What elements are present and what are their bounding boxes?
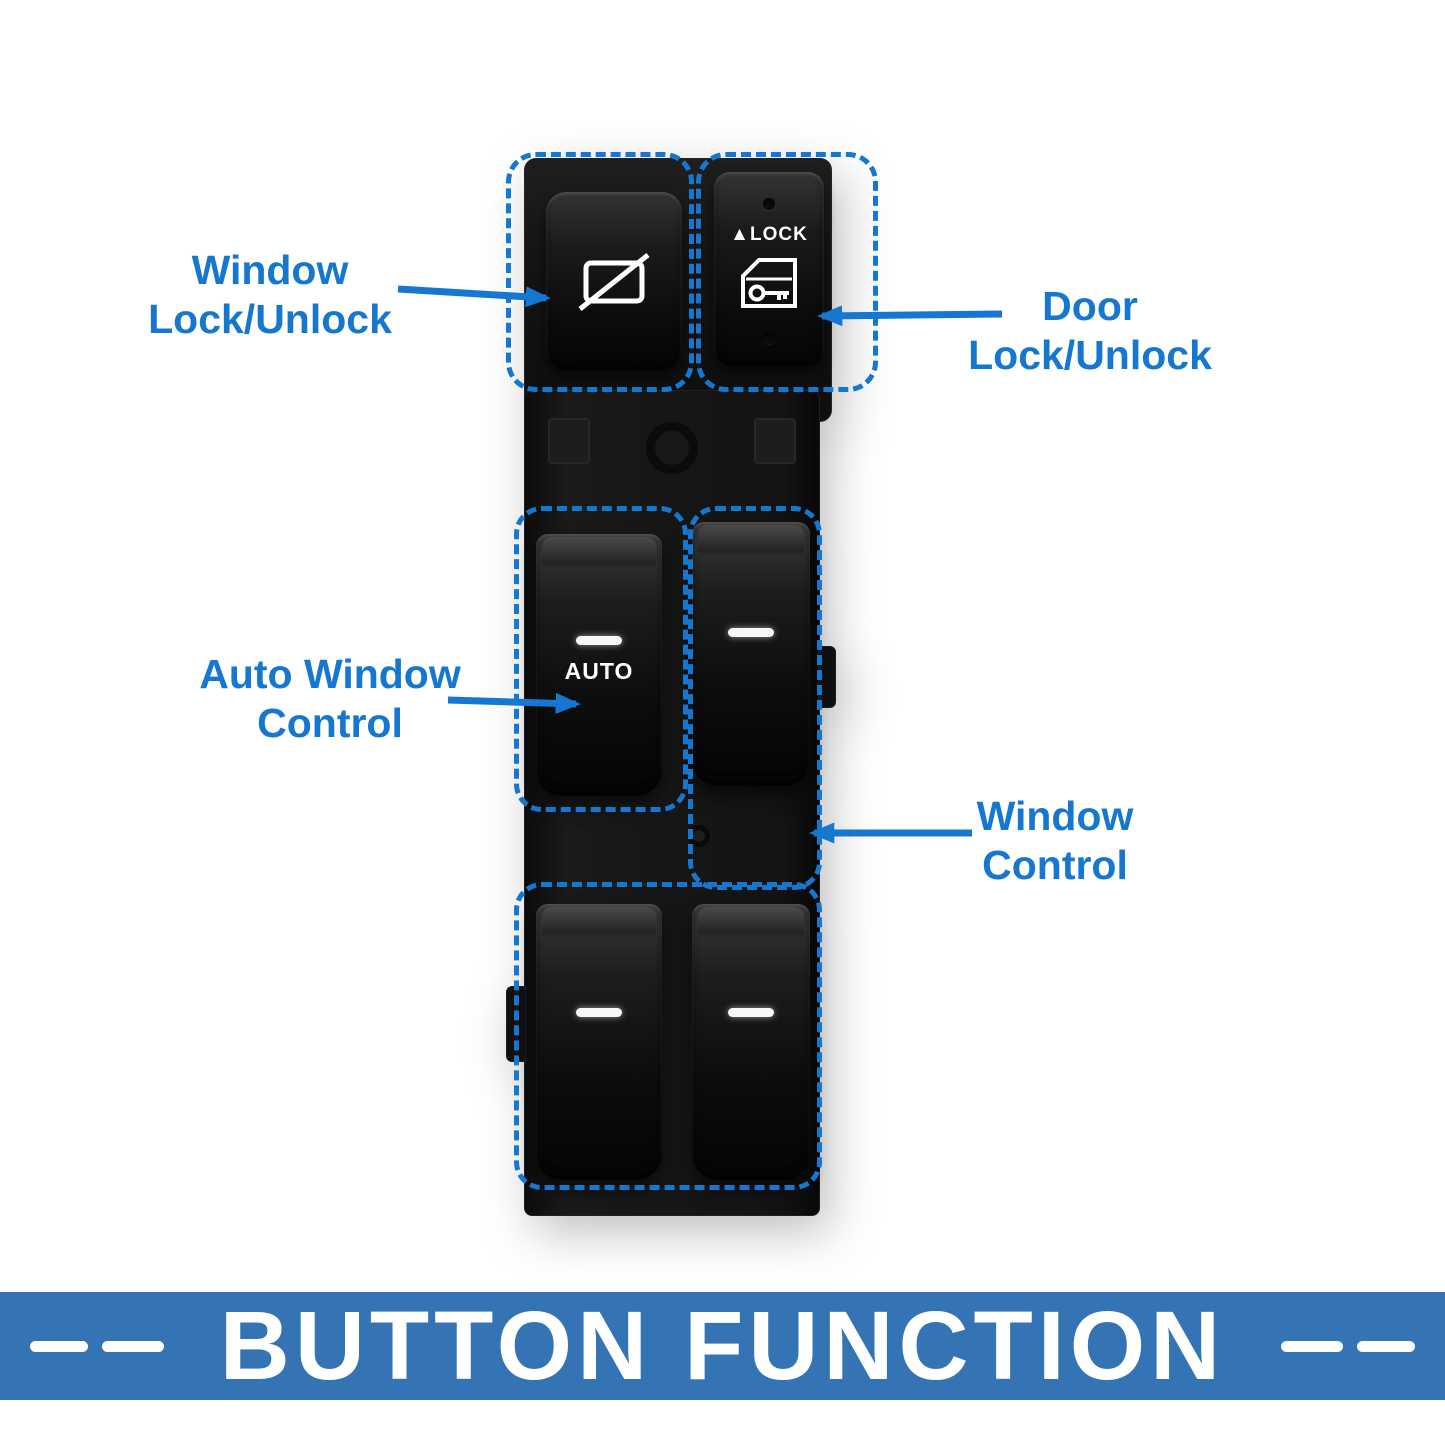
banner-title: BUTTON FUNCTION (219, 1291, 1226, 1400)
label-line: Auto Window (199, 651, 461, 697)
screw-dot-top (763, 198, 775, 210)
window-lock-button (546, 192, 682, 370)
mounting-hole (646, 422, 698, 474)
button-cap (542, 537, 656, 569)
window-button-rear-left (536, 904, 662, 1180)
label-line: Window (976, 793, 1134, 839)
arrow-door-lock (817, 305, 1003, 327)
label-line: Window (191, 247, 349, 293)
label-window-lock: Window Lock/Unlock (110, 246, 430, 344)
arrow-auto-window (447, 692, 581, 714)
window-button-rear-right (692, 904, 810, 1180)
arrow-window-lock (397, 285, 551, 308)
label-line: Control (982, 842, 1128, 889)
window-lock-icon (578, 253, 650, 311)
banner-decoration-left-outer (30, 1341, 88, 1352)
label-auto-window: Auto Window Control (170, 650, 490, 748)
auto-window-button: AUTO (536, 534, 662, 796)
label-line: Lock/Unlock (968, 332, 1212, 379)
highlight-box-window-control-rear (514, 882, 822, 1190)
label-door-lock: Door Lock/Unlock (935, 282, 1245, 380)
label-line: Control (257, 700, 403, 747)
button-cap (542, 907, 656, 939)
banner-decoration-right-outer (1357, 1341, 1415, 1352)
highlight-box-window-lock (506, 152, 694, 392)
label-window-control: Window Control (905, 792, 1205, 890)
door-lock-button-label: ▲LOCK (730, 224, 808, 245)
banner-decoration-right-inner (1281, 1341, 1343, 1352)
door-lock-button: ▲LOCK (714, 172, 824, 366)
banner-decoration-left-inner (102, 1341, 164, 1352)
door-key-icon (741, 258, 797, 308)
mounting-notch-left (548, 418, 590, 464)
indicator-dash (576, 1008, 622, 1017)
auto-button-label: AUTO (564, 658, 634, 684)
indicator-dash (728, 628, 774, 637)
screw-dot-bottom (763, 332, 775, 344)
button-cap (698, 907, 804, 939)
label-line: Door (1042, 283, 1138, 329)
banner: BUTTON FUNCTION (0, 1291, 1445, 1400)
mounting-notch-right (754, 418, 796, 464)
indicator-dash (576, 636, 622, 645)
highlight-box-window-control-front (688, 506, 822, 890)
label-line: Lock/Unlock (148, 296, 392, 343)
indicator-dash (728, 1008, 774, 1017)
window-button-front-right (692, 522, 810, 786)
highlight-box-door-lock (696, 152, 878, 392)
highlight-box-auto-window (514, 506, 688, 812)
